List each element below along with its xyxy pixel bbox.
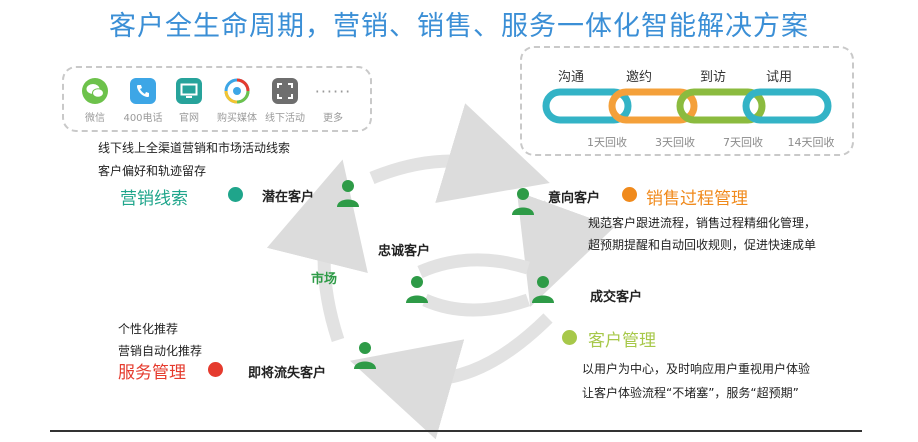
recycle-days-label: 14天回收	[787, 136, 835, 149]
arrow-loyal-swirl-bottom	[422, 293, 531, 317]
arrow-churn-to-potential	[266, 159, 368, 343]
marketing-dot	[228, 187, 243, 202]
more-icon: ······	[314, 81, 352, 101]
person-icon-potential	[337, 180, 359, 207]
channel-label: 官网	[179, 113, 199, 124]
stage-label: 试用	[765, 70, 792, 85]
recycle-days-label: 1天回收	[587, 136, 627, 149]
channel-wechat[interactable]: 微信	[72, 78, 118, 124]
sales-process-title: 销售过程管理	[646, 189, 748, 209]
sales-note-line: 规范客户跟进流程，销售过程精细化管理，	[588, 216, 817, 230]
marketing-leads-title: 营销线索	[120, 189, 188, 209]
bottom-divider	[50, 430, 862, 432]
channel-label: 微信	[85, 113, 105, 124]
channel-400[interactable]: 400电话	[120, 78, 166, 124]
node-potential-customer: 潜在客户	[262, 190, 315, 205]
arrow-intent-to-deal	[516, 191, 615, 307]
channel-website[interactable]: 官网	[166, 78, 212, 124]
service-note-line: 个性化推荐	[118, 322, 179, 336]
person-icon-churn	[354, 342, 376, 369]
channel-label: 400电话	[123, 113, 163, 124]
customer-dot	[562, 330, 577, 345]
arrow-potential-to-intent	[369, 103, 550, 203]
market-label: 市场	[311, 272, 338, 287]
sales-note-line: 超预期提醒和自动回收规则，促进快速成单	[588, 238, 817, 252]
stage-label: 沟通	[557, 70, 584, 85]
channel-panel: 微信 400电话 官网 购买媒体 线下活动 ······ 更多	[62, 66, 372, 132]
channel-more[interactable]: ······ 更多	[310, 78, 356, 125]
customer-note-line: 以用户为中心，及时响应用户重视用户体验	[582, 362, 811, 376]
marketing-note-line: 线下线上全渠道营销和市场活动线索	[98, 141, 291, 155]
stage-label: 邀约	[625, 70, 652, 85]
channel-media[interactable]: 购买媒体	[214, 78, 260, 124]
customer-note-line: 让客户体验流程“不堵塞”，服务“超预期”	[582, 386, 799, 400]
service-management-title: 服务管理	[118, 363, 186, 383]
chain-links-graphic	[542, 88, 832, 124]
node-deal-customer: 成交客户	[590, 290, 643, 305]
stage-label: 到访	[699, 70, 726, 85]
offline-scan-icon	[272, 78, 298, 104]
follow-up-funnel-panel: 沟通 邀约 到访 试用 1天回收 3天回收 7天回收 14天回收	[520, 46, 854, 156]
wechat-icon	[82, 78, 108, 104]
channel-offline[interactable]: 线下活动	[262, 78, 308, 124]
chain-link-2	[608, 88, 698, 124]
person-icon-loyal	[406, 276, 428, 303]
sales-dot	[622, 187, 637, 202]
page-title: 客户全生命周期，营销、销售、服务一体化智能解决方案	[109, 11, 809, 42]
person-icon-intent	[512, 188, 534, 215]
recycle-days-label: 7天回收	[723, 136, 763, 149]
person-icon-deal	[532, 276, 554, 303]
phone-icon	[130, 78, 156, 104]
marketing-note-line: 客户偏好和轨迹留存	[98, 164, 207, 178]
channel-label: 购买媒体	[217, 113, 257, 124]
node-intent-customer: 意向客户	[548, 191, 601, 206]
media-icon	[224, 78, 250, 104]
channel-label: 更多	[323, 113, 343, 124]
chain-link-3	[676, 88, 766, 124]
website-icon	[176, 78, 202, 104]
service-note-line: 营销自动化推荐	[118, 344, 203, 358]
node-loyal-customer: 忠诚客户	[378, 244, 431, 259]
arrow-loyal-swirl-top	[417, 253, 530, 278]
node-churn-customer: 即将流失客户	[248, 366, 327, 381]
channel-label: 线下活动	[265, 113, 305, 124]
service-dot	[208, 362, 223, 377]
chain-link-4	[742, 88, 832, 124]
customer-management-title: 客户管理	[588, 331, 656, 351]
recycle-days-label: 3天回收	[655, 136, 695, 149]
arrow-deal-to-churn	[349, 313, 553, 440]
